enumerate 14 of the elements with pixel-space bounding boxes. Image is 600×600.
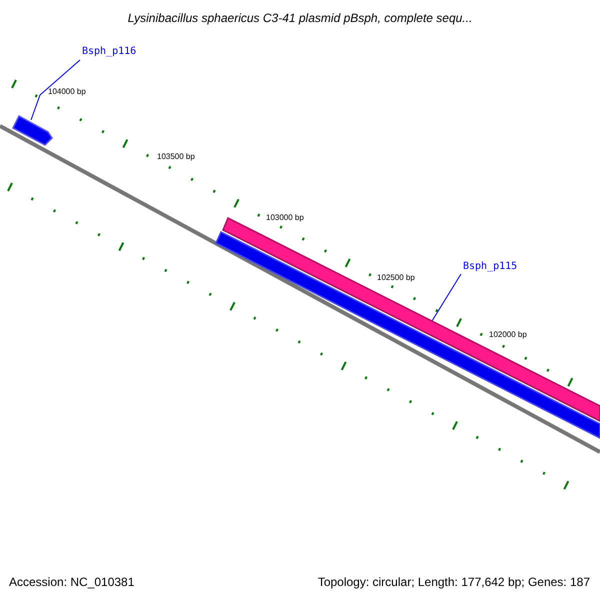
gene-bar [215, 230, 600, 440]
gene-label: Bsph_p116 [82, 46, 136, 57]
tick-label: 104000 bp [48, 87, 86, 96]
leader-line [30, 60, 80, 120]
summary-text: Topology: circular; Length: 177,642 bp; Genes: 187 [318, 575, 590, 589]
gene-arrow [12, 114, 53, 146]
tick-label: 103500 bp [157, 152, 195, 161]
tick-label: 103000 bp [266, 213, 304, 222]
title: Lysinibacillus sphaericus C3-41 plasmid pBsph, complete sequ... [126, 11, 474, 25]
leader-line [432, 274, 462, 322]
tick-label: 102500 bp [377, 273, 415, 282]
tick-label: 102000 bp [489, 330, 527, 339]
gene-label: Bsph_p115 [463, 261, 518, 272]
accession-text: Accession: NC_010381 [9, 575, 134, 589]
